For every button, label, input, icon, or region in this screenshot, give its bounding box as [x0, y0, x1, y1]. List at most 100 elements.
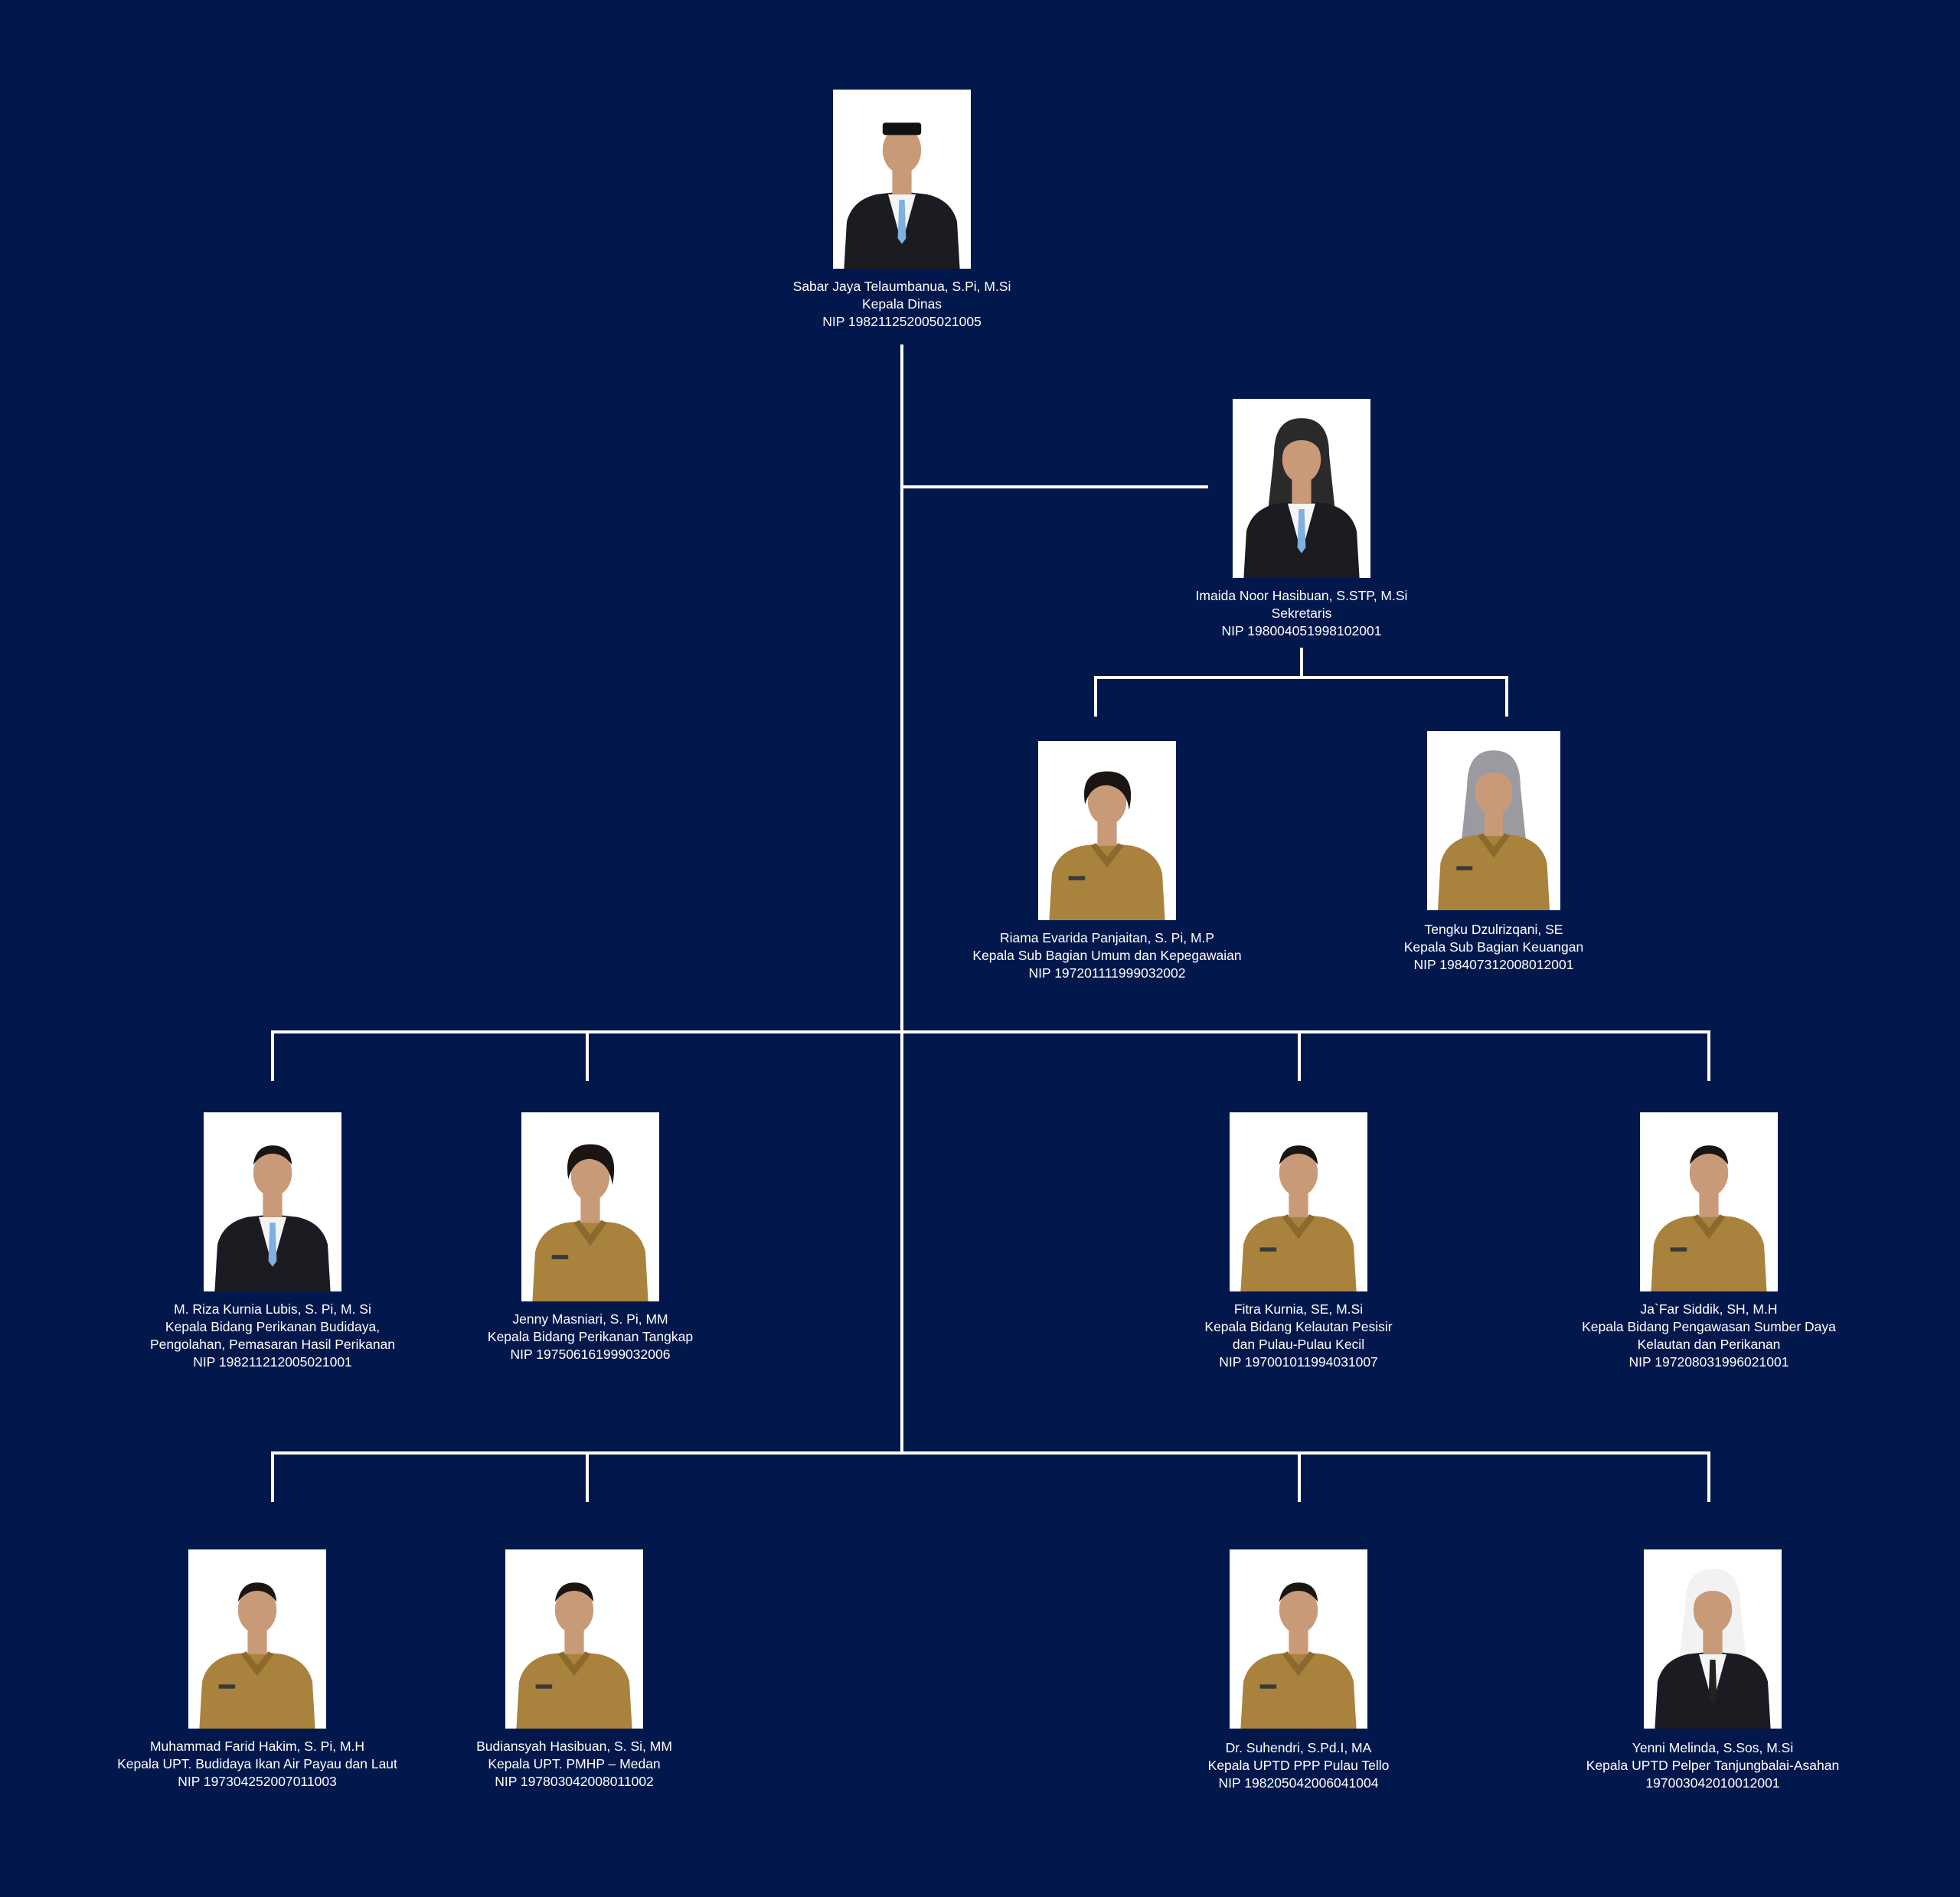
- person-silhouette: [214, 1145, 331, 1291]
- face: [570, 1151, 610, 1201]
- person-silhouette: [1437, 750, 1550, 910]
- person-name: Muhammad Farid Hakim, S. Pi, M.H: [149, 1739, 365, 1754]
- person-title-line1: Kepala Bidang Kelautan Pesisir: [1204, 1319, 1393, 1334]
- face: [1475, 768, 1513, 815]
- face: [554, 1586, 594, 1634]
- person-nip: NIP 197201111999032002: [1028, 965, 1186, 981]
- person-title: Sekretaris: [1271, 606, 1332, 621]
- torso: [1049, 843, 1165, 920]
- caption: Muhammad Farid Hakim, S. Pi, M.H Kepala …: [117, 1738, 397, 1791]
- caption: Tengku Dzulrizqani, SE Kepala Sub Bagian…: [1404, 921, 1584, 974]
- face: [1693, 1586, 1733, 1634]
- person-title-line2: Kelautan dan Perikanan: [1637, 1337, 1781, 1352]
- person-silhouette: [844, 122, 960, 269]
- person-name: Imaida Noor Hasibuan, S.STP, M.Si: [1195, 588, 1408, 603]
- portrait-photo: [521, 1112, 659, 1301]
- node-uptd-ppp: Dr. Suhendri, S.Pd.I, MA Kepala UPTD PPP…: [1161, 1549, 1436, 1792]
- person-name: Ja`Far Siddik, SH, M.H: [1640, 1301, 1778, 1317]
- person-title: Kepala Sub Bagian Umum dan Kepegawaian: [972, 948, 1242, 963]
- person-silhouette: [1240, 1145, 1357, 1291]
- person-name: Riama Evarida Panjaitan, S. Pi, M.P: [999, 930, 1215, 945]
- person-nip: NIP 197001011994031007: [1219, 1354, 1378, 1370]
- person-name: M. Riza Kurnia Lubis, S. Pi, M. Si: [174, 1301, 371, 1317]
- person-title-line1: Kepala Bidang Pengawasan Sumber Daya: [1582, 1319, 1836, 1334]
- caption: M. Riza Kurnia Lubis, S. Pi, M. Si Kepal…: [150, 1301, 395, 1371]
- caption: Ja`Far Siddik, SH, M.H Kepala Bidang Pen…: [1582, 1301, 1836, 1371]
- caption: Budiansyah Hasibuan, S. Si, MM Kepala UP…: [476, 1738, 672, 1791]
- person-silhouette: [1651, 1145, 1767, 1291]
- portrait-photo: [1230, 1549, 1367, 1729]
- torso: [516, 1651, 632, 1729]
- torso: [1651, 1214, 1767, 1291]
- person-silhouette: [1049, 771, 1165, 920]
- person-title: Kepala Sub Bagian Keuangan: [1403, 939, 1584, 955]
- caption: Imaida Noor Hasibuan, S.STP, M.Si Sekret…: [1196, 587, 1408, 640]
- person-title: Kepala UPTD PPP Pulau Tello: [1207, 1758, 1390, 1773]
- torso: [1437, 833, 1550, 910]
- portrait-photo: [1038, 741, 1176, 920]
- face: [882, 126, 922, 174]
- portrait-photo: [1230, 1112, 1367, 1291]
- face: [1279, 1149, 1318, 1197]
- person-name: Tengku Dzulrizqani, SE: [1424, 922, 1563, 937]
- torso: [199, 1651, 315, 1729]
- node-subbag-umum: Riama Evarida Panjaitan, S. Pi, M.P Kepa…: [954, 741, 1260, 982]
- person-title-line2: Pengolahan, Pemasaran Hasil Perikanan: [149, 1337, 396, 1352]
- person-nip: NIP 197803042008011002: [495, 1774, 654, 1789]
- person-silhouette: [1655, 1569, 1771, 1729]
- node-bidang-pengawasan: Ja`Far Siddik, SH, M.H Kepala Bidang Pen…: [1556, 1112, 1862, 1371]
- node-sekretaris: Imaida Noor Hasibuan, S.STP, M.Si Sekret…: [1164, 399, 1439, 640]
- person-nip: NIP 197208031996021001: [1628, 1354, 1789, 1370]
- node-subbag-keuangan: Tengku Dzulrizqani, SE Kepala Sub Bagian…: [1364, 731, 1624, 974]
- portrait-photo: [1427, 731, 1560, 910]
- person-nip: NIP 198205042006041004: [1218, 1775, 1379, 1791]
- node-bidang-tangkap: Jenny Masniari, S. Pi, MM Kepala Bidang …: [452, 1112, 728, 1363]
- person-name: Jenny Masniari, S. Pi, MM: [512, 1311, 668, 1327]
- person-name: Sabar Jaya Telaumbanua, S.Pi, M.Si: [792, 279, 1011, 294]
- person-silhouette: [199, 1582, 315, 1729]
- node-uptd-pelper: Yenni Melinda, S.Sos, M.Si Kepala UPTD P…: [1556, 1549, 1870, 1792]
- node-bidang-kelautan: Fitra Kurnia, SE, M.Si Kepala Bidang Kel…: [1161, 1112, 1436, 1371]
- node-kepala-dinas: Sabar Jaya Telaumbanua, S.Pi, M.Si Kepal…: [793, 90, 1011, 331]
- person-silhouette: [1240, 1582, 1357, 1729]
- node-upt-budidaya: Muhammad Farid Hakim, S. Pi, M.H Kepala …: [104, 1549, 410, 1791]
- face: [253, 1149, 292, 1197]
- caption: Riama Evarida Panjaitan, S. Pi, M.P Kepa…: [972, 929, 1241, 982]
- caption: Sabar Jaya Telaumbanua, S.Pi, M.Si Kepal…: [793, 278, 1011, 331]
- person-name: Dr. Suhendri, S.Pd.I, MA: [1225, 1740, 1372, 1755]
- node-bidang-budidaya: M. Riza Kurnia Lubis, S. Pi, M. Si Kepal…: [135, 1112, 410, 1371]
- person-name: Fitra Kurnia, SE, M.Si: [1233, 1301, 1364, 1317]
- face: [1282, 436, 1321, 483]
- portrait-photo: [204, 1112, 341, 1291]
- portrait-photo: [1233, 399, 1370, 578]
- person-nip: NIP 198211252005021005: [822, 314, 982, 329]
- node-upt-pmhp: Budiansyah Hasibuan, S. Si, MM Kepala UP…: [436, 1549, 712, 1791]
- person-nip: NIP 198004051998102001: [1221, 623, 1382, 638]
- caption: Jenny Masniari, S. Pi, MM Kepala Bidang …: [488, 1311, 693, 1363]
- person-title: Kepala UPT. Budidaya Ikan Air Payau dan …: [117, 1756, 397, 1771]
- person-title-line1: Kepala Bidang Perikanan Budidaya,: [165, 1319, 381, 1334]
- caption: Yenni Melinda, S.Sos, M.Si Kepala UPTD P…: [1586, 1739, 1839, 1792]
- person-silhouette: [532, 1144, 648, 1301]
- person-title: Kepala Dinas: [861, 296, 942, 312]
- caption: Dr. Suhendri, S.Pd.I, MA Kepala UPTD PPP…: [1208, 1739, 1390, 1792]
- person-title: Kepala UPT. PMHP – Medan: [488, 1756, 661, 1771]
- portrait-photo: [505, 1549, 643, 1729]
- portrait-photo: [1640, 1112, 1778, 1291]
- person-nip: NIP 198211212005021001: [193, 1354, 352, 1370]
- person-silhouette: [1243, 418, 1360, 578]
- portrait-photo: [833, 90, 971, 269]
- person-nip: 197003042010012001: [1645, 1775, 1780, 1791]
- face: [1689, 1149, 1729, 1197]
- torso: [1240, 1214, 1357, 1291]
- face: [1279, 1586, 1318, 1634]
- person-name: Yenni Melinda, S.Sos, M.Si: [1632, 1740, 1794, 1755]
- person-nip: NIP 198407312008012001: [1413, 957, 1574, 972]
- portrait-photo: [1644, 1549, 1782, 1729]
- person-nip: NIP 197304252007011003: [178, 1774, 337, 1789]
- face: [1087, 778, 1127, 825]
- person-silhouette: [516, 1582, 632, 1729]
- person-title: Kepala UPTD Pelper Tanjungbalai-Asahan: [1586, 1758, 1840, 1773]
